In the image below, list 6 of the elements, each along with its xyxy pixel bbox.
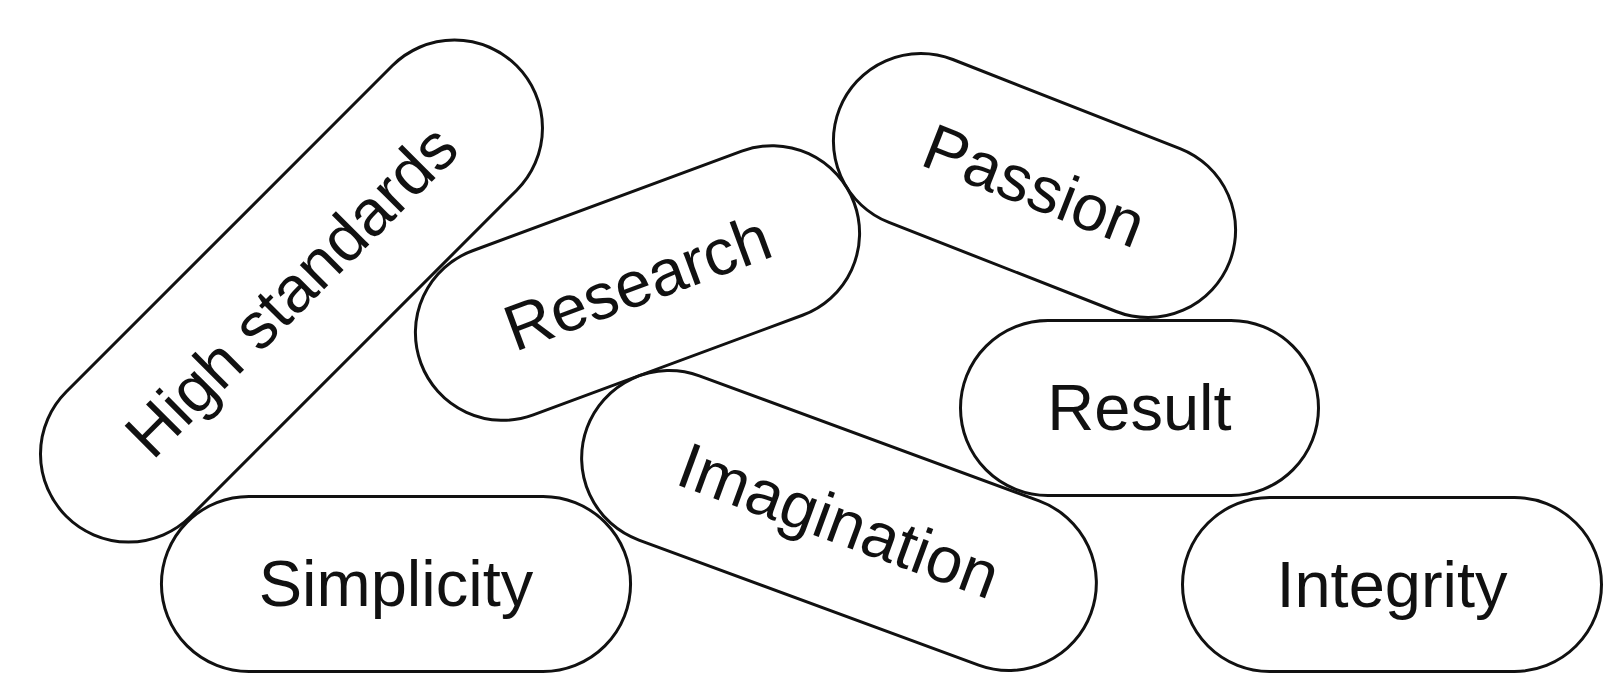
pill-label: Simplicity <box>258 548 534 620</box>
pill-shape <box>1181 496 1603 673</box>
pill-shape <box>160 495 632 673</box>
pill-shape <box>832 52 1237 319</box>
pill-label: Result <box>1047 372 1232 444</box>
pill-label: Integrity <box>1276 548 1508 621</box>
